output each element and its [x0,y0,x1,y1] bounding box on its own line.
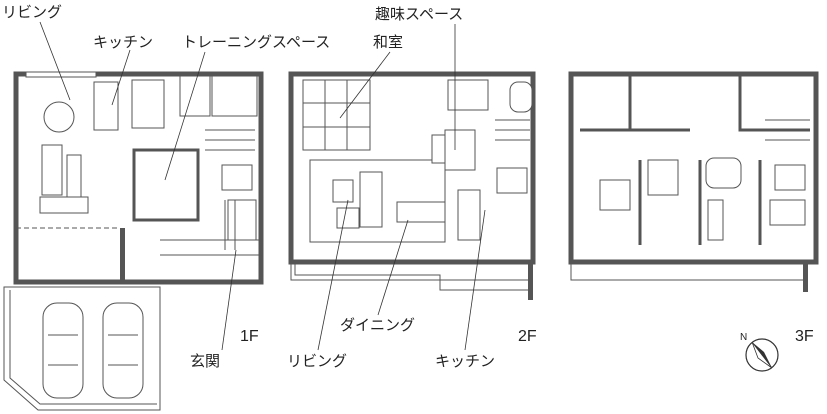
carport [3,286,161,411]
label-washitsu: 和室 [373,33,403,51]
plan-2f [288,71,536,300]
label-kitchen-2f: キッチン [435,352,495,370]
label-living-2f: リビング [287,352,347,370]
label-entrance: 玄関 [190,352,220,370]
car-icon [42,302,84,399]
label-hobby-space: 趣味スペース [375,5,463,23]
floor-label-1f: 1F [240,328,259,345]
leader-lines [39,21,486,351]
north-compass-icon: N [740,332,779,372]
label-dining: ダイニング [340,316,415,334]
compass-n-label: N [740,332,747,343]
label-living-1f: リビング [2,3,62,21]
floor-label-3f: 3F [795,328,814,345]
plan-1f [13,71,264,285]
plan-3f [568,71,819,292]
label-training-space: トレーニングスペース [182,33,330,51]
floor-label-2f: 2F [518,328,537,345]
label-kitchen-1f: キッチン [93,33,153,51]
car-icon [102,302,144,399]
